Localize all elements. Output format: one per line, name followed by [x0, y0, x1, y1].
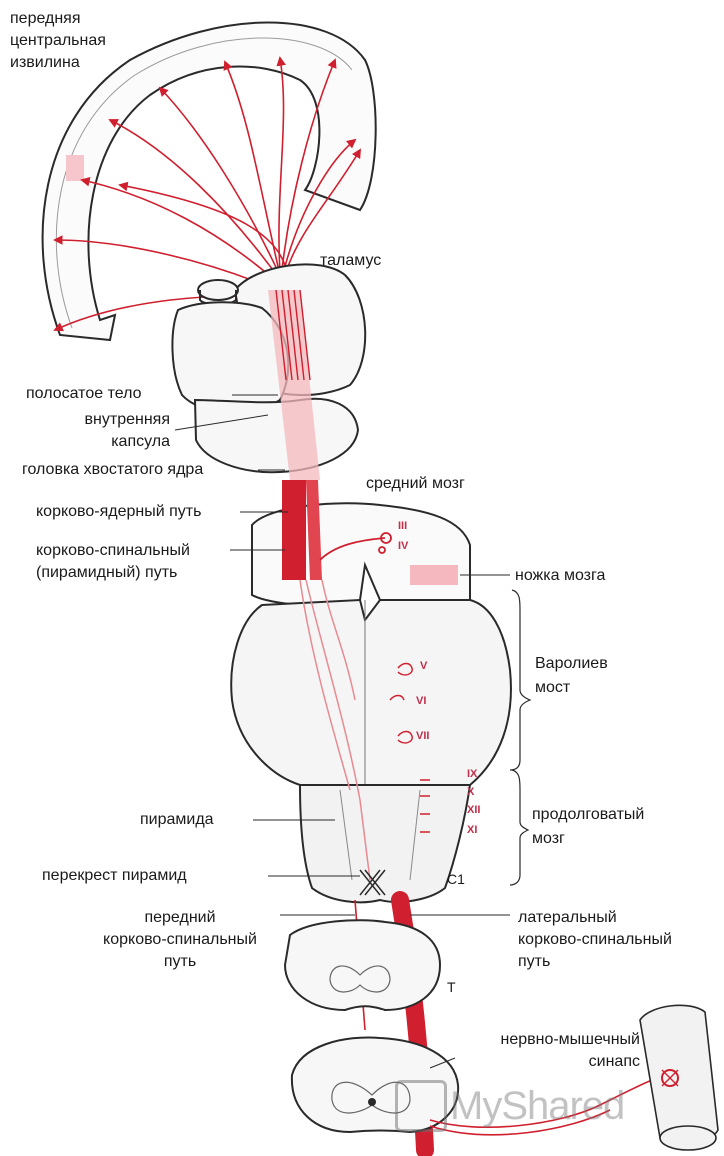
- label-t: T: [447, 977, 456, 997]
- label-corticonuclear: корково-ядерный путь: [36, 502, 201, 522]
- medulla-shape: [300, 785, 470, 902]
- nerve-label-ix: IX: [467, 768, 477, 780]
- watermark-logo-icon: [395, 1080, 447, 1132]
- label-neuromuscular-synapse: нервно-мышечный синапс: [440, 1029, 640, 1073]
- nerve-label-vii: VII: [416, 730, 429, 742]
- label-lateral-tract: латеральный корково-спинальный путь: [518, 907, 672, 973]
- label-midbrain: средний мозг: [366, 474, 465, 494]
- label-c1: C1: [447, 869, 465, 889]
- corticospinal-tract: [282, 480, 322, 580]
- nerve-label-xi: XI: [467, 824, 477, 836]
- label-cerebral-peduncle: ножка мозга: [515, 566, 605, 586]
- nerve-label-vi: VI: [416, 695, 426, 707]
- label-striatum: полосатое тело: [26, 384, 142, 404]
- nerve-label-iv: IV: [398, 540, 408, 552]
- label-corticospinal: корково-спинальный (пирамидный) путь: [36, 540, 190, 584]
- label-decussation: перекрест пирамид: [42, 866, 187, 886]
- label-anterior-tract: передний корково-спинальный путь: [80, 907, 280, 973]
- label-internal-capsule: внутренняя капсула: [60, 409, 170, 453]
- label-thalamus: таламус: [320, 251, 381, 271]
- nerve-label-v: V: [420, 660, 427, 672]
- label-caudate-head: головка хвостатого ядра: [22, 460, 203, 480]
- nerve-label-xii: XII: [467, 804, 480, 816]
- label-medulla: продолговатый мозг: [532, 803, 644, 851]
- muscle-fiber: [640, 1005, 718, 1150]
- watermark-text: MyShared: [450, 1084, 624, 1129]
- pons-shape: [231, 600, 511, 785]
- label-pons: Варолиев мост: [535, 652, 608, 700]
- label-pyramid: пирамида: [140, 810, 214, 830]
- nerve-label-x: X: [467, 786, 474, 798]
- label-precentral-gyrus: передняя центральная извилина: [10, 8, 106, 74]
- nerve-label-iii: III: [398, 520, 407, 532]
- spinal-cord-upper: [285, 920, 440, 1010]
